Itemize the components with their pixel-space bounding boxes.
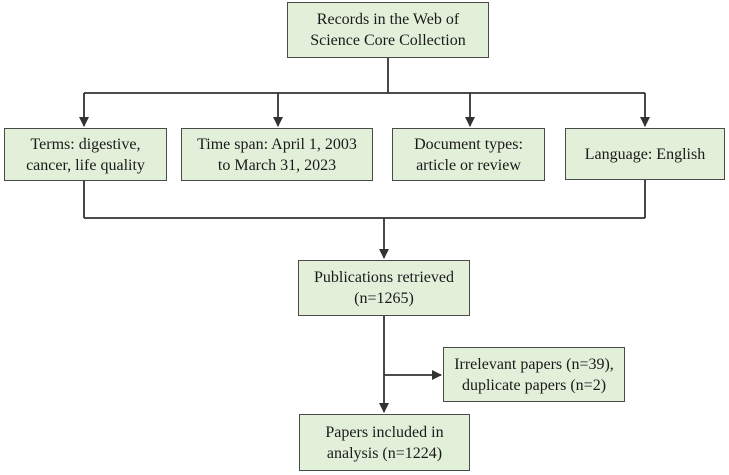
criteria-terms-label: Terms: digestive, cancer, life quality <box>26 135 145 174</box>
criteria-terms-box: Terms: digestive, cancer, life quality <box>4 128 167 181</box>
excluded-box: Irrelevant papers (n=39), duplicate pape… <box>443 347 625 402</box>
included-label: Papers included in analysis (n=1224) <box>325 423 444 462</box>
retrieved-label: Publications retrieved (n=1265) <box>314 269 454 307</box>
retrieved-box: Publications retrieved (n=1265) <box>298 260 470 316</box>
criteria-language-label: Language: English <box>584 145 706 163</box>
source-box: Records in the Web of Science Core Colle… <box>287 2 489 58</box>
criteria-document-types-label: Document types: article or review <box>414 135 523 174</box>
criteria-document-types-box: Document types: article or review <box>392 128 545 181</box>
included-box: Papers included in analysis (n=1224) <box>299 414 470 471</box>
source-label: Records in the Web of Science Core Colle… <box>310 11 466 49</box>
criteria-time-span-label: Time span: April 1, 2003 to March 31, 20… <box>197 135 357 174</box>
criteria-language-box: Language: English <box>565 128 725 180</box>
excluded-label: Irrelevant papers (n=39), duplicate pape… <box>454 355 614 394</box>
criteria-time-span-box: Time span: April 1, 2003 to March 31, 20… <box>181 128 373 181</box>
